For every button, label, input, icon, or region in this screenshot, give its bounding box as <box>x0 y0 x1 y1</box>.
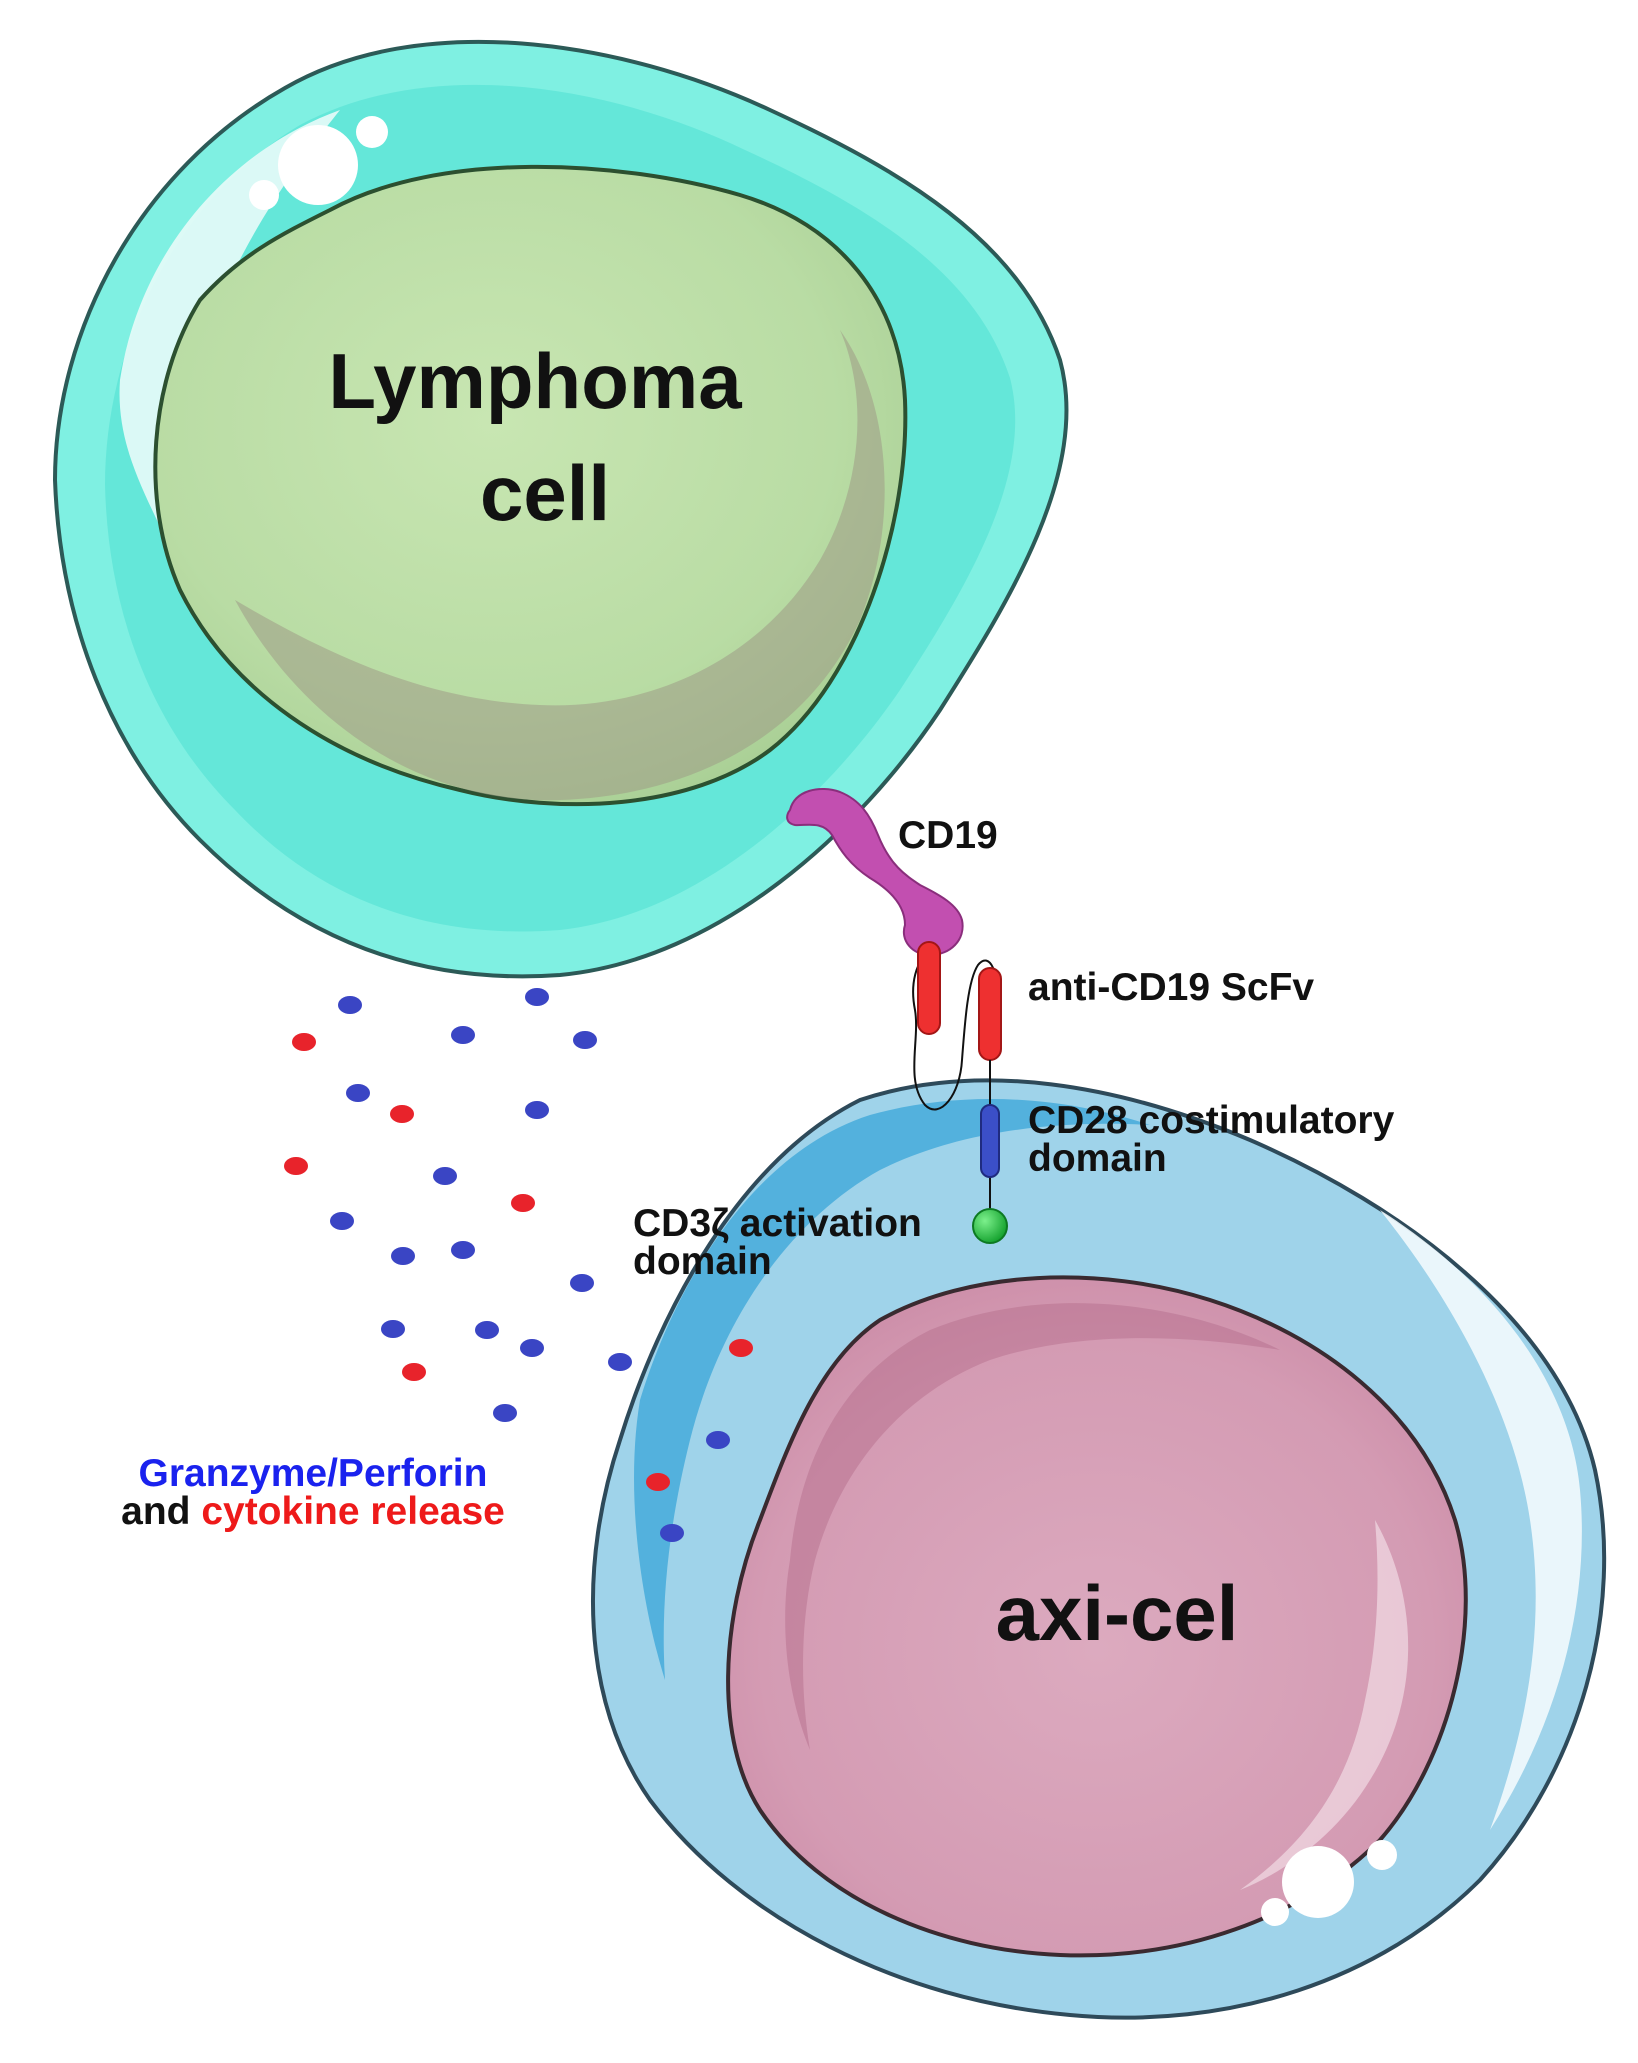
cytokine-granule <box>402 1363 426 1381</box>
cytokine-granule <box>390 1105 414 1123</box>
scfv-linker <box>912 949 998 1111</box>
lymphoma-highlight-bubble-small <box>249 180 279 210</box>
cd28-label-line2: domain <box>1028 1137 1167 1180</box>
granzyme-granule <box>338 996 362 1014</box>
granzyme-granule <box>608 1353 632 1371</box>
axicel-highlight-bubble-small <box>1261 1898 1289 1926</box>
cytokine-granule <box>646 1473 670 1491</box>
axicel-label: axi-cel <box>996 1569 1239 1657</box>
granzyme-granule <box>570 1274 594 1292</box>
axicel-membrane-highlight <box>1380 1210 1582 1830</box>
lymphoma-nucleus <box>153 164 908 807</box>
granzyme-granule <box>525 988 549 1006</box>
lymphoma-highlight-bubble-large <box>278 125 358 205</box>
granzyme-granule <box>433 1167 457 1185</box>
scfv-icon-second <box>978 967 1002 1061</box>
axicel-membrane-dark-band <box>634 1098 1150 1680</box>
granzyme-granule <box>391 1247 415 1265</box>
cytokine-release-label-red: cytokine release <box>201 1490 505 1533</box>
granzyme-granule <box>330 1212 354 1230</box>
granzyme-perforin-label: Granzyme/Perforin <box>139 1452 488 1495</box>
car-t-cell-icon <box>591 1078 1607 2020</box>
cytokine-granule <box>284 1157 308 1175</box>
lymphoma-cell-label-line2: cell <box>480 449 610 537</box>
granzyme-granule <box>451 1241 475 1259</box>
cytokine-granule <box>511 1194 535 1212</box>
scfv-label: anti-CD19 ScFv <box>1028 966 1314 1009</box>
cd19-label: CD19 <box>898 814 998 857</box>
axicel-nucleus-highlight <box>1240 1520 1409 1890</box>
granzyme-granule <box>660 1524 684 1542</box>
granzyme-granule <box>381 1320 405 1338</box>
lymphoma-cell-label: Lymphoma <box>328 337 742 425</box>
cd3z-label: CD3ζ activation <box>633 1202 922 1245</box>
axicel-highlight-bubble-medium <box>1367 1840 1397 1870</box>
granzyme-granule <box>346 1084 370 1102</box>
granzyme-granule <box>573 1031 597 1049</box>
granzyme-granule <box>475 1321 499 1339</box>
car-construct <box>786 788 1008 1244</box>
granzyme-granule <box>706 1431 730 1449</box>
cytokine-release-label-and: and <box>121 1490 201 1533</box>
cytokine-granule <box>729 1339 753 1357</box>
cytokine-granule <box>292 1033 316 1051</box>
granzyme-granule <box>520 1339 544 1357</box>
cd3z-domain-icon <box>972 1208 1008 1244</box>
scfv-icon <box>917 941 941 1035</box>
cd3z-label-line2: domain <box>633 1240 772 1283</box>
cytokine-release-label: and cytokine release <box>121 1490 505 1533</box>
cd28-label: CD28 costimulatory <box>1028 1099 1395 1142</box>
granule-dots <box>284 988 753 1542</box>
granzyme-granule <box>493 1404 517 1422</box>
lymphoma-highlight-bubble-medium <box>356 116 388 148</box>
lymphoma-cell-icon <box>52 39 1069 979</box>
cd28-domain-icon <box>980 1104 1000 1178</box>
axicel-highlight-bubble-large <box>1282 1846 1354 1918</box>
granzyme-granule <box>525 1101 549 1119</box>
granzyme-granule <box>451 1026 475 1044</box>
lymphoma-nucleus-shadow <box>235 330 885 801</box>
